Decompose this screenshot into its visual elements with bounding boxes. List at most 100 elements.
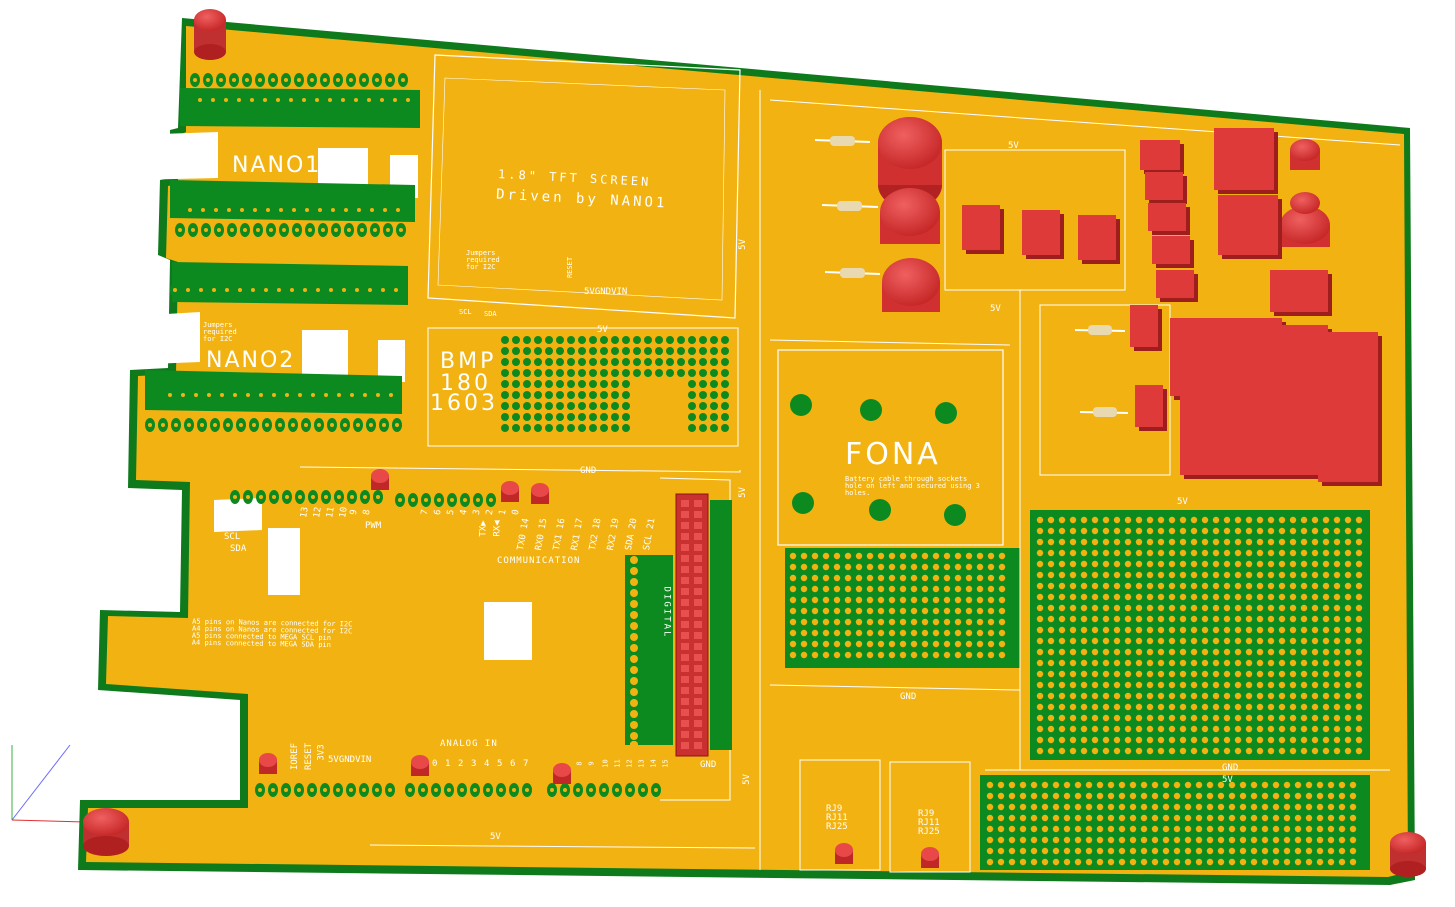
proto-hole [877, 651, 885, 659]
proto-hole [1333, 714, 1341, 722]
bmp-pad [644, 369, 652, 377]
proto-hole [1058, 703, 1066, 711]
component-body [835, 843, 853, 857]
proto-hole [1074, 825, 1082, 833]
bmp-pad [556, 358, 564, 366]
bmp-pad [633, 336, 641, 344]
header-hole [396, 208, 400, 212]
proto-hole [1267, 681, 1275, 689]
header-hole [282, 228, 286, 232]
proto-hole [1344, 703, 1352, 711]
bmp-pad [721, 424, 729, 432]
fona-label: FONA [845, 437, 941, 472]
header-hole [589, 788, 593, 792]
proto-hole [1058, 681, 1066, 689]
proto-hole [1239, 858, 1247, 866]
analog-pin-label: 9 [587, 761, 596, 766]
header-pin [681, 665, 689, 672]
proto-hole [1113, 692, 1121, 700]
proto-hole [1355, 670, 1363, 678]
proto-hole [1261, 858, 1269, 866]
proto-hole [986, 814, 994, 822]
proto-hole [800, 651, 808, 659]
proto-hole [997, 781, 1005, 789]
electrolytic-capacitors [878, 117, 1330, 312]
proto-hole [800, 585, 808, 593]
proto-hole [1355, 637, 1363, 645]
proto-hole [1201, 516, 1209, 524]
proto-hole [1300, 659, 1308, 667]
header-hole [362, 788, 366, 792]
proto-hole [1316, 858, 1324, 866]
proto-hole [811, 618, 819, 626]
proto-hole [1162, 825, 1170, 833]
proto-hole [1080, 593, 1088, 601]
proto-hole [1234, 626, 1242, 634]
bmp-pad [644, 347, 652, 355]
proto-hole [1036, 527, 1044, 535]
proto-hole [1063, 836, 1071, 844]
proto-hole [1151, 781, 1159, 789]
bmp-pad [655, 369, 663, 377]
proto-hole [1113, 549, 1121, 557]
proto-hole [1113, 648, 1121, 656]
proto-hole [997, 858, 1005, 866]
proto-hole [1212, 692, 1220, 700]
proto-hole [1311, 516, 1319, 524]
proto-hole [1091, 626, 1099, 634]
header-pin [681, 555, 689, 562]
proto-hole [1190, 516, 1198, 524]
bmp-pad [710, 413, 718, 421]
proto-hole [1030, 781, 1038, 789]
proto-hole [1146, 736, 1154, 744]
header-hole [375, 788, 379, 792]
bmp-pad [611, 391, 619, 399]
proto-hole [1074, 858, 1082, 866]
bmp-pad [611, 402, 619, 410]
proto-hole [1201, 604, 1209, 612]
proto-hole [1355, 747, 1363, 755]
proto-hole [976, 618, 984, 626]
header-hole [161, 423, 165, 427]
cutout [150, 312, 200, 364]
proto-hole [1283, 803, 1291, 811]
proto-hole [998, 607, 1006, 615]
proto-hole [987, 640, 995, 648]
header-hole [654, 788, 658, 792]
bmp-pad [721, 402, 729, 410]
proto-hole [987, 607, 995, 615]
proto-hole [1008, 858, 1016, 866]
proto-hole [1179, 714, 1187, 722]
proto-hole [1091, 593, 1099, 601]
proto-hole [1338, 825, 1346, 833]
bmp-pad [501, 424, 509, 432]
proto-hole [1102, 692, 1110, 700]
proto-hole [1080, 648, 1088, 656]
proto-hole [1234, 714, 1242, 722]
proto-hole [1052, 781, 1060, 789]
header-hole [342, 288, 346, 292]
header-hole [251, 288, 255, 292]
proto-hole [1091, 670, 1099, 678]
header-hole [213, 423, 217, 427]
header-hole [240, 208, 244, 212]
proto-hole [1058, 516, 1066, 524]
proto-hole [1113, 560, 1121, 568]
proto-hole [1349, 781, 1357, 789]
proto-hole [1146, 626, 1154, 634]
proto-hole [1157, 615, 1165, 623]
proto-hole [943, 607, 951, 615]
proto-hole [1157, 681, 1165, 689]
proto-hole [1080, 571, 1088, 579]
proto-hole [1041, 814, 1049, 822]
header-hole [344, 208, 348, 212]
proto-hole [1102, 538, 1110, 546]
bmp-pad [622, 402, 630, 410]
proto-hole [1080, 747, 1088, 755]
header-hole [225, 288, 229, 292]
proto-hole [1184, 825, 1192, 833]
analog-pin-label: 6 [510, 759, 516, 769]
proto-hole [1052, 803, 1060, 811]
proto-hole [1168, 604, 1176, 612]
proto-hole [1355, 692, 1363, 700]
